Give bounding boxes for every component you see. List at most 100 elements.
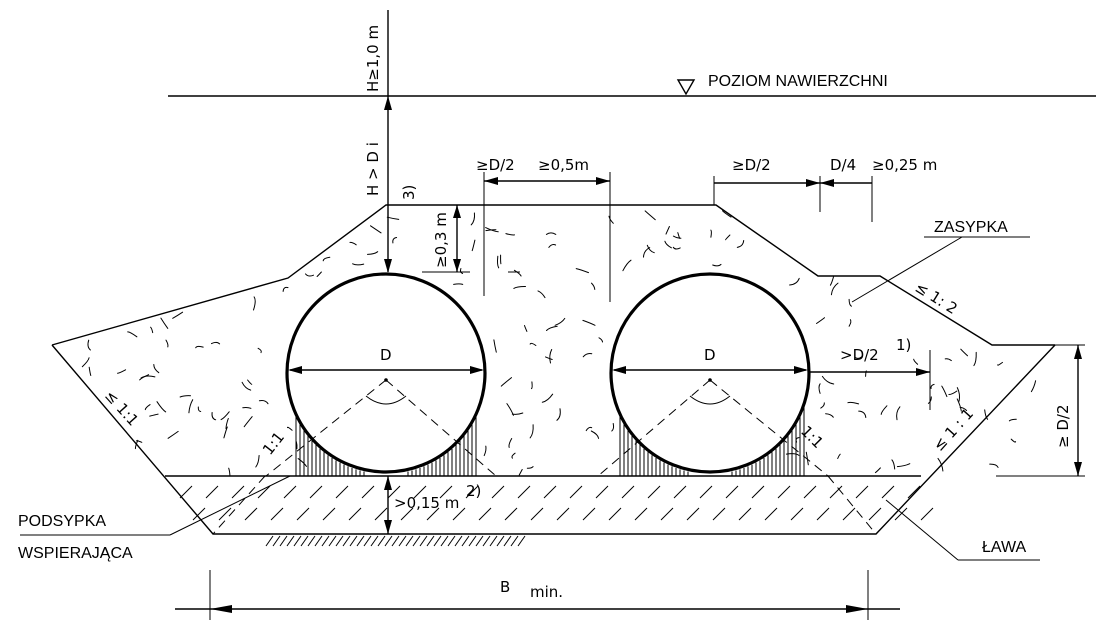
stipple-mark [858,410,867,418]
hatch-mark [777,485,791,499]
stipple-mark [282,286,289,292]
stipple-mark [736,240,745,248]
foundation-label: ŁAWA [982,539,1026,556]
ground-hatch-mark [433,535,442,547]
stipple-mark [948,390,958,395]
diameter-arrow-left-a [288,366,302,374]
ground-hatch-mark [496,535,505,547]
hatch-mark [894,507,908,521]
stipple-mark [505,233,515,236]
hatch-mark [725,485,739,499]
stipple-mark [322,256,331,262]
stipple-mark [611,423,615,432]
hatch-mark [192,507,206,521]
cover-note: 3) [400,185,418,200]
ground-hatch-mark [391,535,400,547]
ground-hatch-mark [272,535,281,547]
stipple-mark [984,409,989,420]
slope-right-lower: ≤ 1 : 1 [930,405,978,455]
stipple-mark [483,445,487,457]
hatch-mark [647,485,661,499]
ground-hatch-mark [475,535,484,547]
ground-hatch-mark [461,535,470,547]
gap-label-1: ≥D/2 [476,156,515,174]
stipple-mark [513,269,522,277]
stipple-mark [160,317,169,329]
hatch-mark [517,485,531,499]
stipple-mark [820,402,825,409]
hatch-mark [231,485,245,499]
side-clear-label: >D/2 [840,346,879,364]
stipple-mark [956,387,961,402]
pipe-left-center [384,378,388,382]
stipple-mark [598,337,603,343]
ground-hatching [265,535,526,547]
diameter-arrow-right-a [612,366,626,374]
right-dim-label-3: ≥0,25 m [872,156,937,174]
diameter-arrow-left-b [470,366,484,374]
stipple-mark [153,364,160,374]
stipple-mark [493,339,497,353]
stipple-mark [575,268,589,274]
stipple-mark [830,282,839,296]
hatch-mark [907,485,921,499]
foundation-dash-left [212,475,266,535]
right-dim-arrow-2 [820,179,834,187]
right-dim-arrow-1 [806,179,820,187]
stipple-mark [531,381,533,390]
hatch-mark [556,507,570,521]
ground-hatch-mark [370,535,379,547]
stipple-mark [848,319,852,327]
stipple-mark [537,290,546,299]
width-arrow-right [846,605,868,613]
hatch-mark [426,507,440,521]
slope-left: ≤ 1:1 [101,387,142,430]
stipple-mark [247,379,253,385]
ground-hatch-mark [468,535,477,547]
cover-main-label: H > D i [364,142,382,196]
stipple-mark [287,426,293,431]
ground-hatch-mark [286,535,295,547]
stipple-mark [874,467,881,474]
stipple-mark [1008,418,1017,422]
hatch-mark [816,507,830,521]
hatch-mark [738,507,752,521]
hatch-mark [491,485,505,499]
stipple-mark [855,356,862,359]
foundation-hatching [179,485,934,521]
stipple-mark [529,342,537,346]
stipple-mark [305,273,314,277]
gap-arrow-left [484,177,498,185]
stipple-mark [242,406,252,409]
stipple-mark [471,239,476,252]
stipple-mark [144,404,151,411]
ground-hatch-mark [356,535,365,547]
stipple-mark [1030,380,1037,393]
backfill-outline [51,204,1055,346]
ground-hatch-mark [398,535,407,547]
stipple-mark [548,244,557,248]
stipple-mark [524,325,528,332]
bedding-note: 2) [466,482,481,500]
hatch-mark [530,507,544,521]
hatch-mark [322,507,336,521]
stipple-mark [821,375,835,385]
ground-hatch-mark [279,535,288,547]
hatch-mark [582,507,596,521]
hatch-mark [790,507,804,521]
hatch-mark [920,507,934,521]
stipple-mark [591,282,596,290]
stipple-mark [188,399,194,414]
hatch-mark [283,485,297,499]
support-bedding-label-1: PODSYPKA [18,513,106,530]
support-bedding-label-2: WSPIERAJĄCA [18,545,133,562]
stipple-mark [930,383,935,389]
stipple-mark [582,353,593,358]
ground-hatch-mark [384,535,393,547]
ground-hatch-mark [293,535,302,547]
stipple-mark [367,251,379,255]
stipple-mark [927,396,932,404]
bedding-label: >0,15 m [394,494,459,512]
ground-hatch-mark [314,535,323,547]
